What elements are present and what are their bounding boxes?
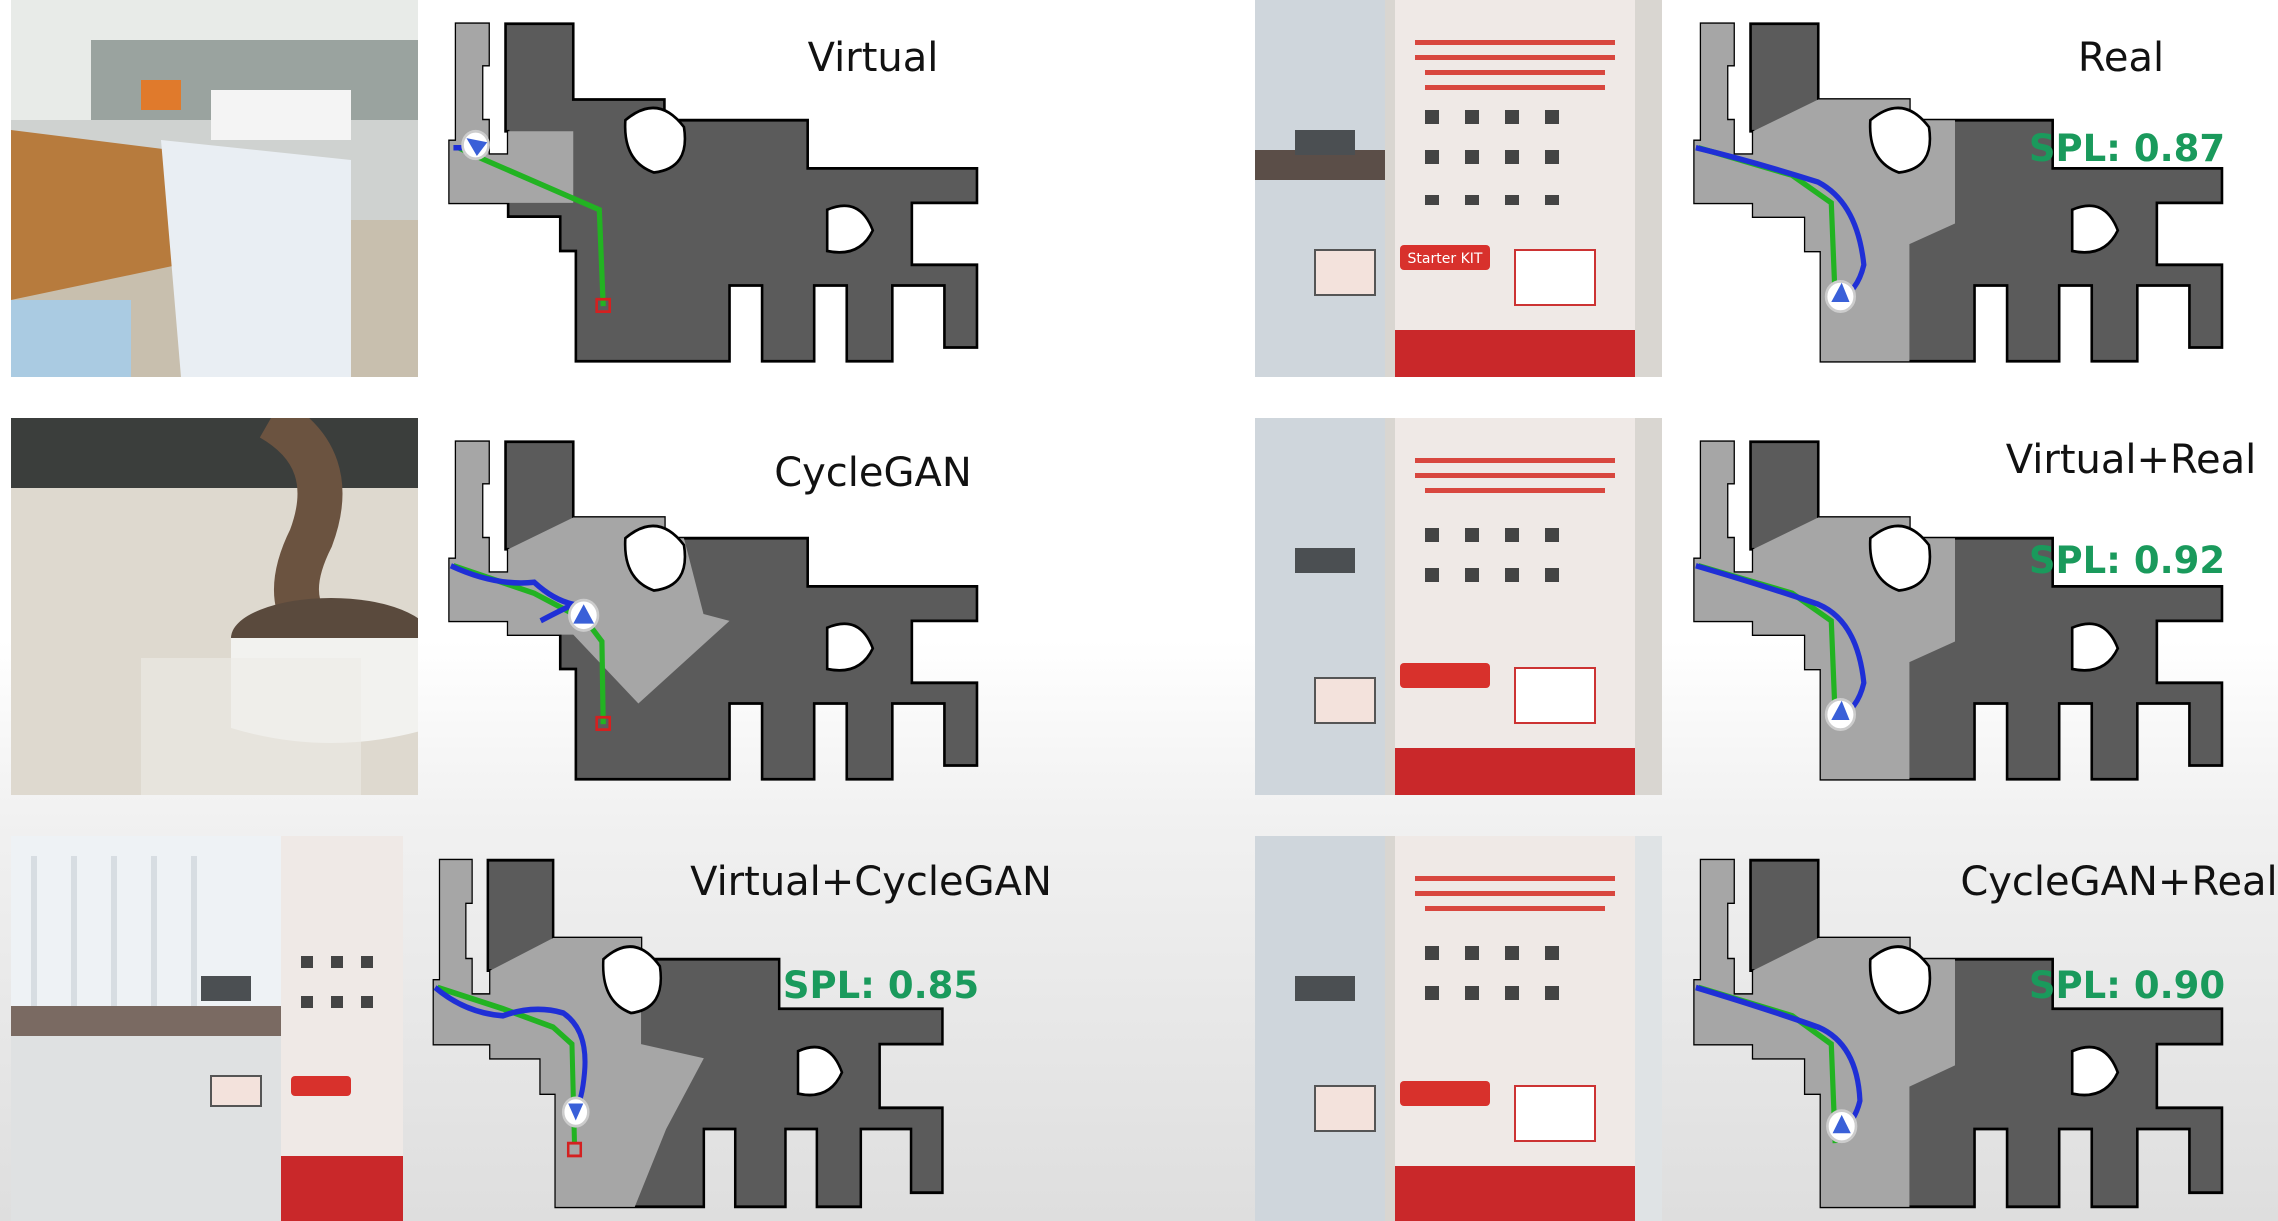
label-virtual-real: Virtual+Real: [2005, 437, 2257, 483]
label-cyclegan: CycleGAN: [774, 450, 972, 496]
map-cyclegan: [430, 428, 990, 793]
spl-cyclegan-real: SPL: 0.90: [2028, 964, 2226, 1007]
camera-view-virtual: [11, 0, 418, 377]
poster-banner-text: Starter KIT: [1408, 251, 1483, 267]
label-real: Real: [2077, 35, 2165, 81]
spl-virtual-real: SPL: 0.92: [2028, 539, 2226, 582]
label-virtual: Virtual: [807, 35, 939, 81]
spl-real: SPL: 0.87: [2028, 127, 2226, 170]
map-virtual-cyclegan: [415, 846, 955, 1221]
label-virtual-cyclegan: Virtual+CycleGAN: [690, 859, 1052, 905]
map-cyclegan-real: [1675, 846, 2235, 1221]
map-virtual: [430, 10, 990, 375]
map-real: [1675, 10, 2235, 375]
label-cyclegan-real: CycleGAN+Real: [1960, 859, 2278, 905]
map-virtual-real: [1675, 428, 2235, 793]
camera-view-virtual-cyclegan: [11, 836, 403, 1221]
spl-virtual-cyclegan: SPL: 0.85: [782, 964, 980, 1007]
camera-view-cyclegan: [11, 418, 418, 795]
camera-view-real: Starter KIT: [1255, 0, 1662, 377]
camera-view-virtual-real: [1255, 418, 1662, 795]
camera-view-cyclegan-real: [1255, 836, 1662, 1221]
